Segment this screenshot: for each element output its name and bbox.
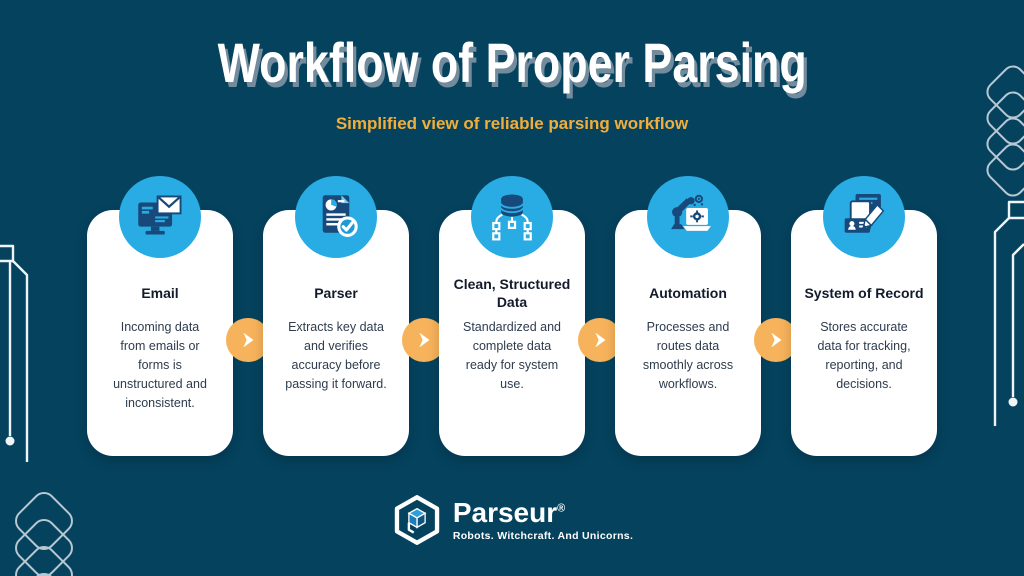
step-title: Automation (649, 284, 727, 301)
automation-step-icon (647, 176, 729, 258)
step-card-body: Automation Processes and routes data smo… (615, 210, 761, 394)
step-card-body: Parser Extracts key data and verifies ac… (263, 210, 409, 394)
step-card-parser: Parser Extracts key data and verifies ac… (263, 176, 409, 456)
chevron-right-icon (243, 332, 254, 348)
page-title-text: Workflow of Proper Parsing (217, 31, 807, 94)
robot-arm-laptop-icon (671, 194, 711, 231)
monitor-envelope-icon (138, 195, 182, 235)
clean-data-step-icon (471, 176, 553, 258)
page-subtitle: Simplified view of reliable parsing work… (335, 114, 689, 133)
step-card-body: Email Incoming data from emails or forms… (87, 210, 233, 413)
system-of-record-step-icon (823, 176, 905, 258)
step-description: Stores accurate data for tracking, repor… (817, 320, 911, 391)
document-check-icon (322, 195, 358, 237)
brand-text: Parseur® Robots. Witchcraft. And Unicorn… (452, 496, 634, 542)
step-card-automation: Automation Processes and routes data smo… (615, 176, 761, 456)
step-card-system-of-record: System of Record Stores accurate data fo… (791, 176, 937, 456)
step-title: Clean, Structured Data (453, 275, 571, 310)
step-title: Parser (314, 284, 358, 301)
page-title: Workflow of Proper Parsing (0, 30, 1024, 95)
step-description: Standardized and complete data ready for… (463, 320, 561, 391)
step-card-body: System of Record Stores accurate data fo… (791, 210, 937, 394)
chevron-right-icon (595, 332, 606, 348)
step-card-clean-data: Clean, Structured Data Standardized and … (439, 176, 585, 456)
email-step-icon (119, 176, 201, 258)
parseur-logo: Parseur® Robots. Witchcraft. And Unicorn… (0, 494, 1024, 546)
right-circuit-lines (993, 200, 1024, 426)
brand-name: Parseur® (452, 496, 566, 528)
step-card-body: Clean, Structured Data Standardized and … (439, 210, 585, 394)
step-description: Processes and routes data smoothly acros… (642, 320, 734, 391)
next-step-arrow-2 (402, 318, 446, 362)
database-flowchart-icon (492, 194, 532, 241)
next-step-arrow-1 (226, 318, 270, 362)
brand-tagline: Robots. Witchcraft. And Unicorns. (452, 529, 634, 542)
next-step-arrow-3 (578, 318, 622, 362)
registered-mark: ® (557, 502, 566, 515)
step-description: Incoming data from emails or forms is un… (113, 320, 207, 410)
next-step-arrow-4 (754, 318, 798, 362)
left-circuit-lines (0, 244, 29, 462)
step-title: System of Record (804, 284, 924, 301)
step-title: Email (141, 284, 179, 301)
parser-step-icon (295, 176, 377, 258)
brand-name-text: Parseur (452, 496, 558, 528)
parseur-hexagon-icon (394, 495, 440, 545)
chevron-right-icon (771, 332, 782, 348)
documents-idcard-pencil-icon (844, 194, 885, 233)
step-card-email: Email Incoming data from emails or forms… (87, 176, 233, 456)
chevron-right-icon (419, 332, 430, 348)
step-description: Extracts key data and verifies accuracy … (285, 320, 387, 391)
